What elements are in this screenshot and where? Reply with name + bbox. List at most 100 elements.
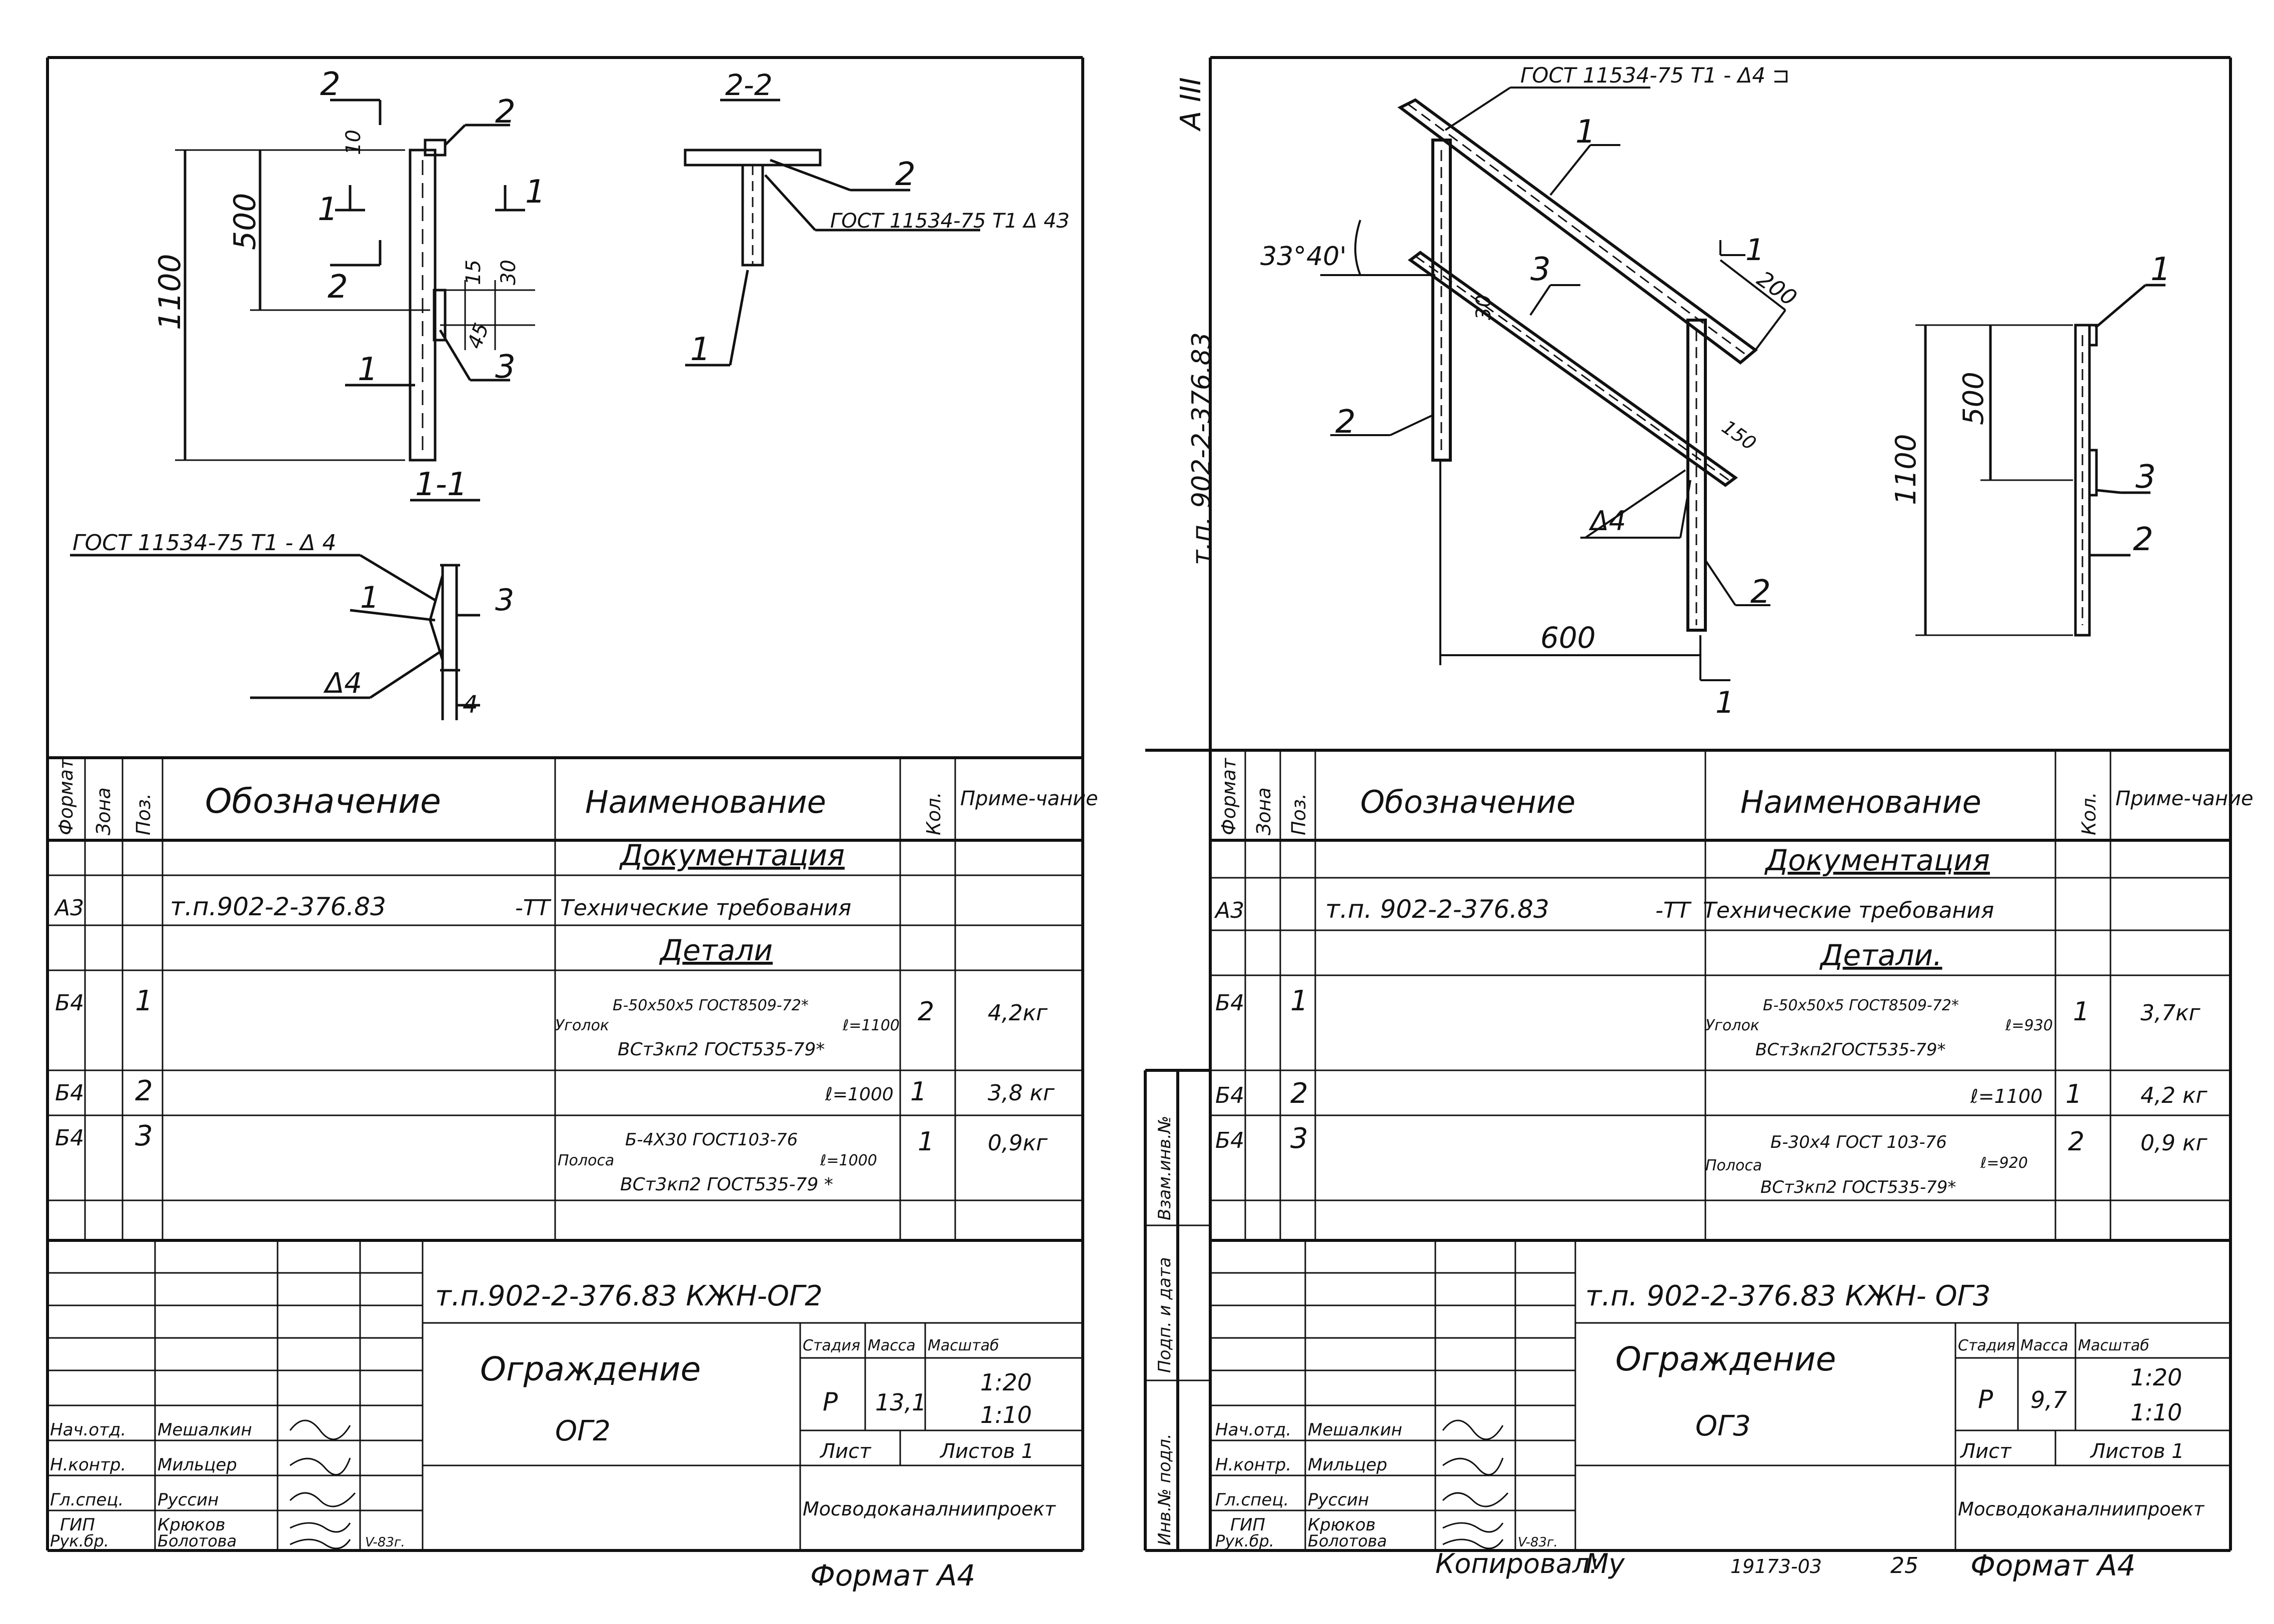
right-weld-note: ГОСТ 11534-75 Т1 - Δ4 ⊐: [1520, 63, 1790, 88]
right-tb-mass: 9,7: [2030, 1386, 2067, 1413]
right-name-1: Мешалкин: [1308, 1420, 1402, 1440]
right-vertical-code: т.п. 902-2-376.83: [1187, 332, 1217, 565]
right-tb-date: V-83г.: [1518, 1535, 1558, 1550]
left-doc-suffix: -ТТ: [515, 895, 552, 921]
right-angle: 33°40': [1260, 242, 1347, 272]
right-row3-len: ℓ=920: [1980, 1154, 2028, 1172]
left-spec-row-3: Б4 3 Полоса Б-4Х30 ГОСТ103-76 ℓ=1000 ВСт…: [55, 1120, 1048, 1195]
left-row2-note: 3,8 кг: [988, 1080, 1055, 1106]
left-row3-line1: Б-4Х30 ГОСТ103-76: [625, 1130, 798, 1150]
left-spec-h-note: Приме-чание: [960, 787, 1098, 810]
left-role-4: ГИП: [60, 1515, 95, 1535]
right-row2-format: Б4: [1215, 1083, 1244, 1108]
left-tb-sheets-h: Листов 1: [939, 1440, 1034, 1463]
left-row3-pos: 3: [135, 1120, 153, 1152]
copied-label: Копировал:: [1435, 1548, 1599, 1579]
right-sheet-mark: А III: [1175, 77, 1207, 132]
right-row3-format: Б4: [1215, 1128, 1244, 1153]
right-binding-strip: Инв.№ подл. Подп. и дата Взам.инв.№: [1155, 1116, 1175, 1545]
right-format-label: Формат А4: [1970, 1548, 2135, 1582]
pos-3-leader: 3: [495, 349, 516, 386]
sec11-pos-3: 3: [495, 583, 514, 618]
side-inv-orig: Инв.№ подл.: [1155, 1433, 1175, 1545]
right-spec-h-format: Формат: [1218, 757, 1240, 835]
right-tb-sheet-h: Лист: [1959, 1440, 2012, 1463]
cut-1-label-left: 1: [318, 191, 338, 228]
right-row1-note: 3,7кг: [2140, 1000, 2201, 1026]
right-pos-2-right: 2: [1750, 574, 1771, 611]
left-row1-len: ℓ=1100: [842, 1017, 900, 1034]
section-2-2-title: 2-2: [725, 68, 773, 102]
left-row3-len: ℓ=1000: [820, 1152, 877, 1169]
left-row1-label: Уголок: [555, 1017, 609, 1034]
left-spec-row-2: Б4 2 ℓ=1000 1 3,8 кг: [55, 1075, 1055, 1107]
cut-1-label-right: 1: [525, 174, 546, 211]
right-spec-section-parts: Детали.: [1819, 938, 1942, 972]
side-inv-dup: Взам.инв.№: [1155, 1116, 1175, 1220]
left-spec-h-designation: Обозначение: [205, 782, 441, 821]
right-doc-name: Технические требования: [1703, 898, 1994, 923]
right-row1-pos: 1: [1290, 985, 1308, 1017]
right-row3-qty: 2: [2068, 1127, 2084, 1157]
left-tb-stage-h: Стадия: [803, 1337, 860, 1354]
left-row3-label: Полоса: [558, 1152, 614, 1169]
right-dim-30: 30: [1472, 295, 1495, 320]
left-spec-section-parts: Детали: [659, 933, 773, 967]
dim-10: 10: [342, 130, 365, 155]
dim-15: 15: [462, 260, 485, 285]
left-doc-format: А3: [54, 895, 84, 921]
right-pos-1-leader: 1: [1575, 114, 1596, 151]
right-dim-600: 600: [1540, 621, 1596, 655]
left-title-block: т.п.902-2-376.83 КЖН-ОГ2 Ограждение ОГ2 …: [50, 1280, 1057, 1550]
cut-2-label-top: 2: [320, 66, 341, 103]
right-tb-stage-h: Стадия: [1958, 1337, 2015, 1354]
left-row1-pos: 1: [135, 985, 153, 1017]
left-spec-h-name: Наименование: [585, 784, 826, 820]
left-tb-title: Ограждение: [480, 1350, 701, 1388]
left-tb-mass: 13,1: [875, 1389, 926, 1416]
right-spec-h-pos: Поз.: [1288, 793, 1310, 835]
right-footer: Копировал: Му 19173-03 25 Формат А4: [1435, 1548, 2135, 1582]
order-number: 19173-03: [1730, 1555, 1822, 1577]
left-spec-h-format: Формат: [55, 757, 77, 835]
left-spec-h-qty: Кол.: [923, 792, 945, 835]
right-role-4: ГИП: [1230, 1515, 1265, 1535]
left-role-5: Рук.бр.: [50, 1531, 109, 1550]
left-tb-scale2: 1:10: [980, 1401, 1032, 1428]
right-name-3: Руссин: [1308, 1490, 1369, 1510]
right-side-pos-1: 1: [2150, 251, 2171, 288]
dim-500: 500: [228, 193, 263, 250]
left-row2-len: ℓ=1000: [825, 1084, 894, 1105]
left-role-1: Нач.отд.: [50, 1420, 126, 1440]
left-name-2: Мильцер: [158, 1455, 237, 1475]
weld-note-2-2: ГОСТ 11534-75 Т1 Δ 4З: [830, 210, 1069, 233]
left-row1-line1: Б-50х50х5 ГОСТ8509-72*: [613, 997, 809, 1014]
right-dim-150: 150: [1718, 416, 1760, 455]
side-sign-date: Подп. и дата: [1155, 1257, 1175, 1373]
left-signatures: [289, 1419, 356, 1549]
sec22-pos-1: 1: [690, 331, 711, 368]
right-cut1-top: 1: [1745, 233, 1764, 268]
left-row1-qty: 2: [918, 997, 934, 1027]
right-row1-len: ℓ=930: [2005, 1017, 2053, 1034]
left-row3-line2: ВСт3кп2 ГОСТ535-79 *: [620, 1174, 833, 1195]
right-name-4: Крюков: [1308, 1515, 1376, 1535]
right-tb-org: Мосводоканалниипроект: [1958, 1498, 2205, 1520]
right-row3-note: 0,9 кг: [2140, 1130, 2208, 1156]
right-tb-scale2: 1:10: [2130, 1399, 2182, 1426]
left-doc-name: Технические требования: [560, 895, 851, 921]
right-name-5: Болотова: [1308, 1531, 1387, 1550]
left-tb-sheet-h: Лист: [819, 1440, 872, 1463]
right-spec-row-1: Б4 1 Уголок Б-50х50х5 ГОСТ8509-72* ℓ=930…: [1215, 985, 2201, 1060]
right-tb-title: Ограждение: [1615, 1340, 1836, 1378]
left-spec-h-zone: Зона: [93, 787, 115, 835]
sec11-weld-size: Δ4: [323, 667, 362, 700]
right-side-dim-500: 500: [1957, 372, 1990, 425]
left-row2-pos: 2: [135, 1075, 153, 1107]
left-row3-note: 0,9кг: [988, 1130, 1048, 1156]
right-title-block: т.п. 902-2-376.83 КЖН- ОГ3 Ограждение ОГ…: [1215, 1280, 2205, 1550]
right-tb-sheets-h: Листов 1: [2089, 1440, 2184, 1463]
right-row2-len: ℓ=1100: [1970, 1085, 2042, 1107]
left-row3-qty: 1: [918, 1127, 934, 1157]
right-role-3: Гл.спец.: [1215, 1490, 1289, 1510]
